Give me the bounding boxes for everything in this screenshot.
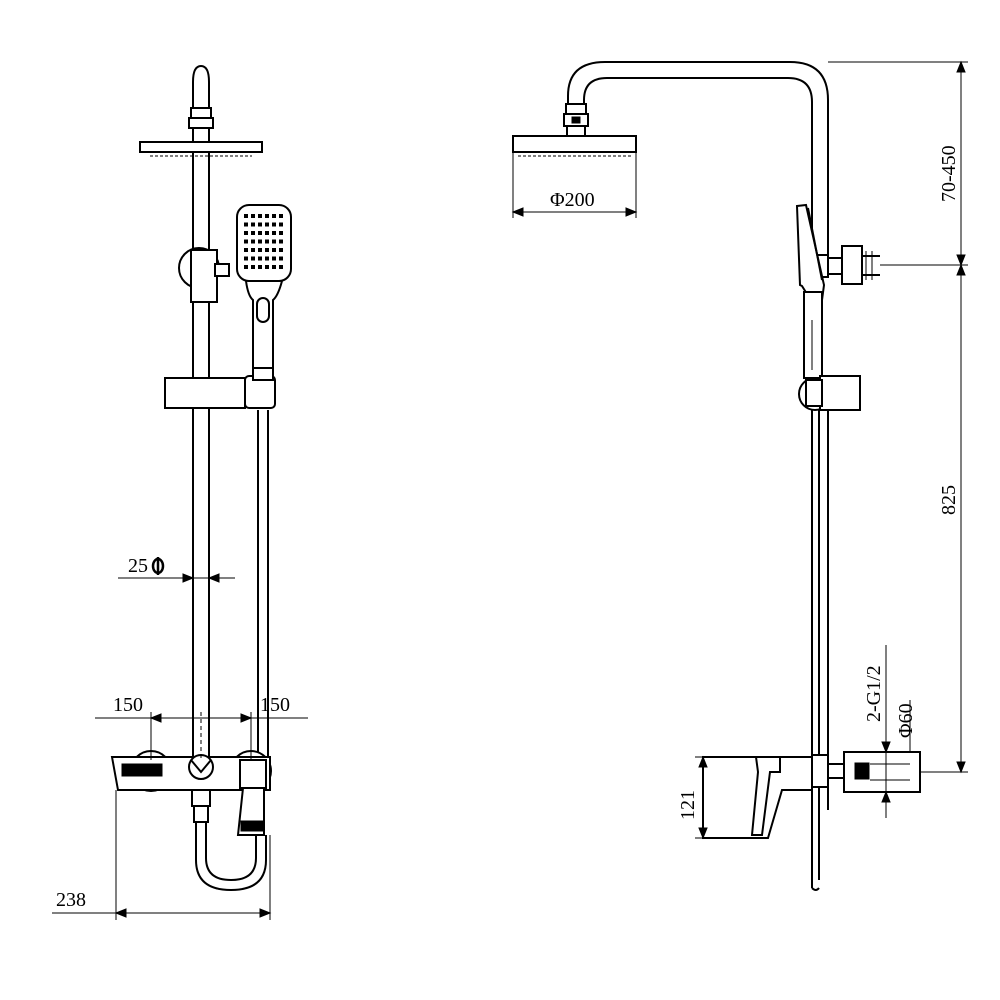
nozzle xyxy=(244,231,248,235)
slide-bracket-side xyxy=(798,375,861,411)
nozzle xyxy=(272,231,276,235)
nozzle xyxy=(272,222,276,227)
nozzle xyxy=(258,239,262,244)
riser-pipe-front xyxy=(192,152,210,760)
slide-bracket-front xyxy=(164,367,276,409)
diameter-symbol-icon xyxy=(151,557,165,575)
nozzle xyxy=(279,239,283,244)
nozzle xyxy=(279,256,283,261)
nozzle xyxy=(265,214,269,218)
nozzle xyxy=(279,222,283,227)
dim-head-diameter: Φ200 xyxy=(511,152,638,218)
nozzle xyxy=(244,248,248,252)
nozzle xyxy=(251,256,255,261)
nozzle xyxy=(251,239,255,244)
rail-side xyxy=(811,410,829,891)
nozzle xyxy=(258,231,262,235)
nozzle xyxy=(279,265,283,269)
nozzle xyxy=(265,265,269,269)
dim-tube-diameter-label: 25 xyxy=(128,555,148,577)
dim-spacing-left-label: 150 xyxy=(113,694,143,716)
nozzle xyxy=(265,256,269,261)
nozzle-grid xyxy=(244,214,283,269)
hose-loop-front xyxy=(191,789,267,892)
dim-spacing: 150 150 xyxy=(95,694,308,760)
nozzle xyxy=(251,231,255,235)
nozzle xyxy=(258,222,262,227)
dim-escutcheon-diameter-label: Φ60 xyxy=(895,703,917,738)
nozzle xyxy=(258,248,262,252)
hand-shower-front xyxy=(236,204,292,373)
dim-mixer-height-label: 121 xyxy=(677,790,699,820)
nozzle xyxy=(272,248,276,252)
nozzle xyxy=(258,256,262,261)
hose-front xyxy=(257,410,269,760)
mixer-side xyxy=(702,745,921,839)
overhead-arm-side xyxy=(563,61,829,255)
dim-arm-height-label: 70-450 xyxy=(938,145,960,202)
nozzle xyxy=(272,256,276,261)
nozzle xyxy=(279,248,283,252)
mixer-front xyxy=(110,750,272,836)
nozzle xyxy=(251,214,255,218)
nozzle xyxy=(272,239,276,244)
dim-inlet: 2-G1/2 Φ60 xyxy=(863,645,917,818)
shower-head-front xyxy=(139,141,263,157)
nozzle xyxy=(251,248,255,252)
nozzle xyxy=(244,222,248,227)
wall-bracket-front xyxy=(178,247,230,303)
nozzle xyxy=(251,222,255,227)
dim-vertical: 70-450 825 xyxy=(828,60,968,774)
nozzle xyxy=(265,231,269,235)
dim-tube-diameter: 25 xyxy=(118,555,235,583)
nozzle xyxy=(279,214,283,218)
nozzle xyxy=(279,231,283,235)
dim-total-width: 238 xyxy=(52,790,272,920)
dim-rail-height-label: 825 xyxy=(938,485,960,515)
shower-head-side xyxy=(512,135,637,157)
nozzle xyxy=(272,214,276,218)
dim-spacing-right-label: 150 xyxy=(260,694,290,716)
front-view: 25 150 150 238 xyxy=(52,64,308,920)
nozzle xyxy=(258,265,262,269)
nozzle xyxy=(244,256,248,261)
dim-mixer-height: 121 xyxy=(677,755,756,840)
riser-top-hook xyxy=(188,64,214,143)
nozzle xyxy=(265,239,269,244)
dim-inlet-thread-label: 2-G1/2 xyxy=(863,665,885,722)
dim-total-width-label: 238 xyxy=(56,889,86,911)
dim-head-diameter-label: Φ200 xyxy=(550,189,595,211)
hand-shower-side xyxy=(795,203,826,379)
side-view: Φ200 70-450 825 2-G1/2 Φ60 xyxy=(511,60,968,891)
nozzle xyxy=(244,214,248,218)
nozzle xyxy=(265,222,269,227)
nozzle xyxy=(244,265,248,269)
nozzle xyxy=(244,239,248,244)
nozzle xyxy=(265,248,269,252)
nozzle xyxy=(272,265,276,269)
nozzle xyxy=(251,265,255,269)
nozzle xyxy=(258,214,262,218)
